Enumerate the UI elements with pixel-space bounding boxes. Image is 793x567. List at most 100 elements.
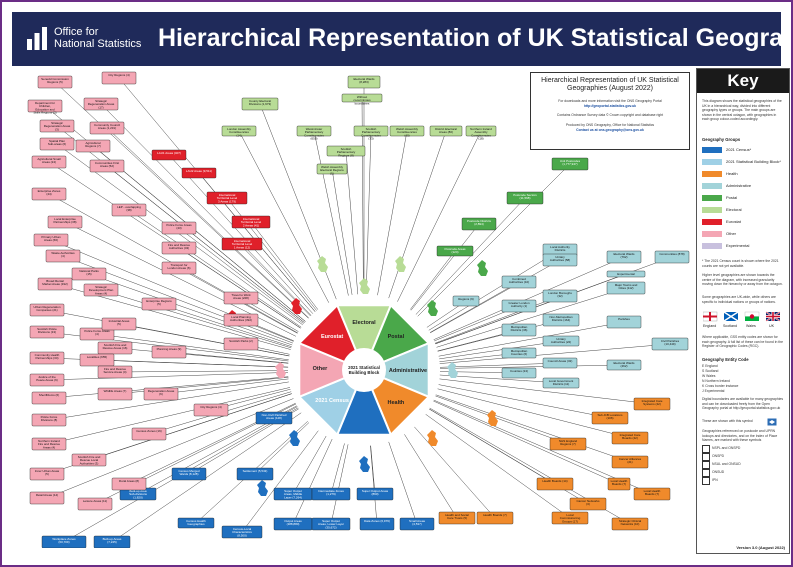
- geo-node-built-up-areas-7-245[interactable]: Built-up Areas(7,245): [93, 535, 131, 548]
- geo-node-lau2-areas-9-511[interactable]: LAU2 Areas (9,511): [181, 167, 217, 179]
- geo-node-localities-655[interactable]: Localities (655): [79, 353, 115, 367]
- geo-node-planning-areas-9[interactable]: Planning Areas (9): [151, 345, 187, 359]
- geo-node-electoral-wards-8-283[interactable]: Electoral Wards(8,283): [347, 75, 381, 89]
- geo-node-inner-urban-areas-5[interactable]: Inner Urban Areas(5): [29, 467, 65, 481]
- geo-node-workplace-zones-60-709[interactable]: Workplace Zones(60,709): [41, 535, 87, 548]
- geo-node-regeneration-areas-6[interactable]: Regeneration Areas(6): [143, 387, 179, 401]
- geo-node-electoral-wards-462[interactable]: Electoral Wards(462): [606, 359, 642, 371]
- geo-node-experimental[interactable]: Experimental: [606, 270, 646, 278]
- geo-node-waste-authorities-4[interactable]: Waste Authorities(4): [45, 249, 81, 263]
- geo-node-london-boroughs-32[interactable]: London Boroughs(32): [542, 289, 578, 303]
- geo-node-super-output-areas-890[interactable]: Super Output Areas(890): [356, 487, 394, 501]
- geo-node-health-boards-14[interactable]: Health Boards (14): [536, 477, 574, 491]
- geo-node-census-zones-16[interactable]: Census Zones (16): [131, 427, 167, 441]
- geo-node-postcode-districts-2-894[interactable]: Postcode Districts(2,894): [461, 217, 497, 231]
- info-line-4[interactable]: Contact us at ons.geography@ons.gov.uk: [576, 128, 644, 132]
- geo-node-electoral-wards-792[interactable]: Electoral Wards(792): [606, 250, 642, 264]
- geo-node-sub-icb-locations-106[interactable]: Sub-ICB Locations(106): [591, 411, 629, 425]
- geo-node-postcode-areas-124[interactable]: Postcode Areas(124): [436, 245, 474, 257]
- geo-node-settlement-5-543[interactable]: Settlement (5,543): [236, 467, 274, 481]
- geo-node-intermediate-zones-1-279[interactable]: Intermediate Zones(1,279): [311, 487, 351, 501]
- geo-node-leisure-areas-11[interactable]: Leisure Areas (11): [77, 497, 113, 511]
- geo-node-health-boards-7[interactable]: Health Boards (7): [476, 511, 514, 525]
- geo-node-enterprise-regions-5[interactable]: Enterprise Regions(5): [141, 297, 177, 311]
- info-link[interactable]: http://geoportal.statistics.gov.uk: [583, 104, 637, 108]
- geo-node-retail-areas-14[interactable]: Retail Areas (14): [29, 491, 65, 505]
- geo-node-civil-parishes-10-449[interactable]: Civil Parishes(10,449): [651, 337, 689, 351]
- geo-node-rural-areas-8[interactable]: Rural Areas (8): [111, 477, 147, 491]
- geo-node-enterprise-zones-44[interactable]: Enterprise Zones(44): [31, 187, 67, 201]
- geo-node-sheriffdoms-6[interactable]: Sheriffdoms (6): [31, 391, 67, 405]
- geo-node-cancer-alliances-21[interactable]: Cancer Alliances(21): [611, 455, 649, 469]
- geo-node-small-areas-4-537[interactable]: Small Areas(4,537): [399, 517, 435, 531]
- geo-node-postcode-sectors-11-568[interactable]: Postcode Sectors(11,568): [506, 191, 544, 205]
- geo-node-national-parks-15[interactable]: National Parks(15): [71, 267, 107, 281]
- geo-node-counties-24[interactable]: Counties (24): [501, 367, 537, 379]
- geo-node-police-force-areas-4[interactable]: Police Force Areas(4): [79, 327, 115, 341]
- geo-node-scottish-parks-2[interactable]: Scottish Parks (2): [223, 337, 259, 351]
- geo-node-regions-9[interactable]: Regions (9): [452, 295, 480, 307]
- geo-node-cancer-networks-3[interactable]: Cancer Networks(3): [569, 497, 607, 511]
- geo-node-lau1-areas-407[interactable]: LAU1 Areas (407): [151, 149, 187, 161]
- geo-node-council-areas-32[interactable]: Council Areas (32): [542, 357, 578, 369]
- geo-node-data-zones-6-976[interactable]: Data Zones (6,976): [359, 517, 395, 531]
- geo-node-police-force-areas-43[interactable]: Police Force Areas(43): [161, 221, 197, 235]
- geo-node-output-areas-188-880[interactable]: Output Areas(188,880): [273, 517, 313, 531]
- geo-node-wildlife-areas-7[interactable]: Wildlife Areas (7): [97, 387, 133, 401]
